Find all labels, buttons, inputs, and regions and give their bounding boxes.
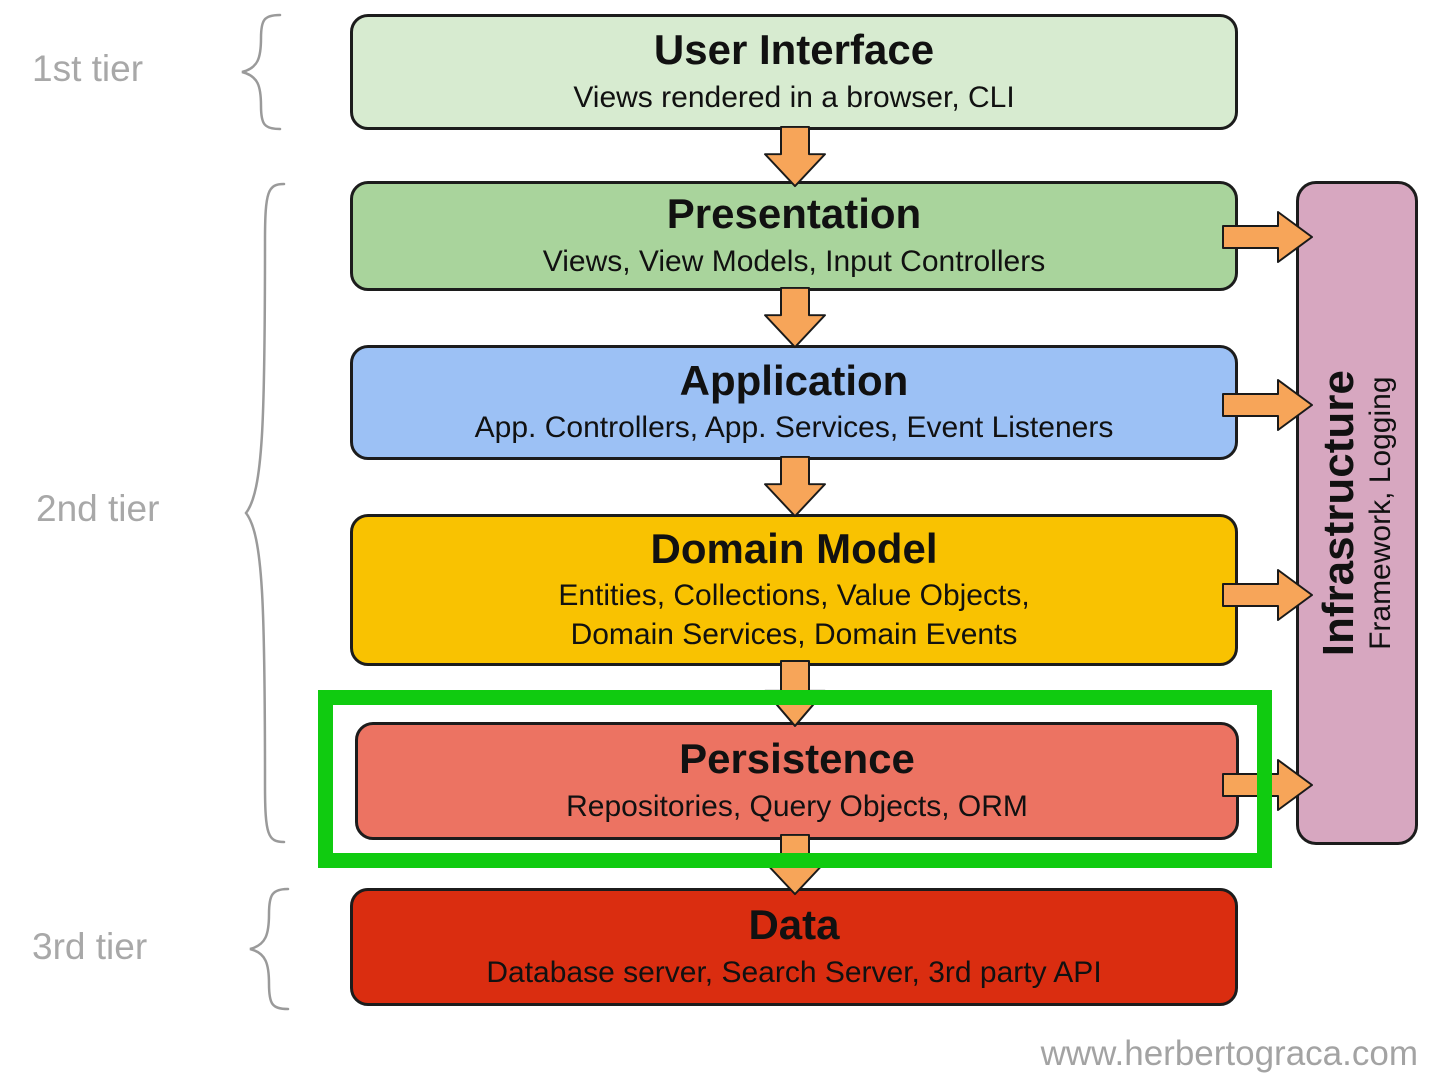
layer-title: Data: [748, 901, 840, 949]
layer-title: Domain Model: [650, 524, 938, 572]
highlight-box: [318, 690, 1272, 868]
infrastructure-label-group: Infrastructure Framework, Logging: [1313, 193, 1399, 833]
layer-subtitle: Entities, Collections, Value Objects, Do…: [558, 579, 1030, 652]
layer-box-presentation: Presentation Views, View Models, Input C…: [350, 181, 1238, 291]
curly-brace-icon: [249, 887, 290, 1011]
tier-label-2nd: 2nd tier: [36, 488, 160, 529]
layer-subtitle: Views rendered in a browser, CLI: [573, 80, 1015, 114]
infrastructure-box: Infrastructure Framework, Logging: [1296, 181, 1418, 845]
right-arrow-icon: [1222, 211, 1313, 263]
layer-box-persistence: Persistence Repositories, Query Objects,…: [355, 722, 1239, 840]
layer-subtitle: Database server, Search Server, 3rd part…: [486, 955, 1102, 989]
layer-box-user-interface: User Interface Views rendered in a brows…: [350, 14, 1238, 130]
down-arrow-icon: [764, 456, 826, 518]
right-arrow-icon: [1222, 379, 1313, 431]
layer-title: User Interface: [653, 26, 935, 74]
tier-label-3rd: 3rd tier: [32, 926, 148, 967]
infrastructure-subtitle: Framework, Logging: [1364, 376, 1398, 650]
layer-title: Presentation: [666, 190, 922, 238]
layer-title: Application: [679, 356, 909, 404]
layer-subtitle: Views, View Models, Input Controllers: [542, 244, 1046, 278]
right-arrow-icon: [1222, 569, 1313, 621]
layer-box-data: Data Database server, Search Server, 3rd…: [350, 888, 1238, 1006]
layer-subtitle: App. Controllers, App. Services, Event L…: [474, 411, 1114, 445]
layer-box-domain-model: Domain Model Entities, Collections, Valu…: [350, 514, 1238, 666]
layer-box-application: Application App. Controllers, App. Servi…: [350, 345, 1238, 460]
watermark-url: www.herbertograca.com: [1040, 1034, 1418, 1073]
layer-subtitle: Repositories, Query Objects, ORM: [566, 789, 1028, 823]
layer-title: Persistence: [679, 735, 915, 783]
curly-brace-icon: [241, 13, 282, 131]
tier-label-1st: 1st tier: [32, 48, 144, 89]
down-arrow-icon: [764, 126, 826, 188]
curly-brace-icon: [244, 182, 286, 844]
down-arrow-icon: [764, 287, 826, 349]
infrastructure-title: Infrastructure: [1313, 369, 1363, 657]
